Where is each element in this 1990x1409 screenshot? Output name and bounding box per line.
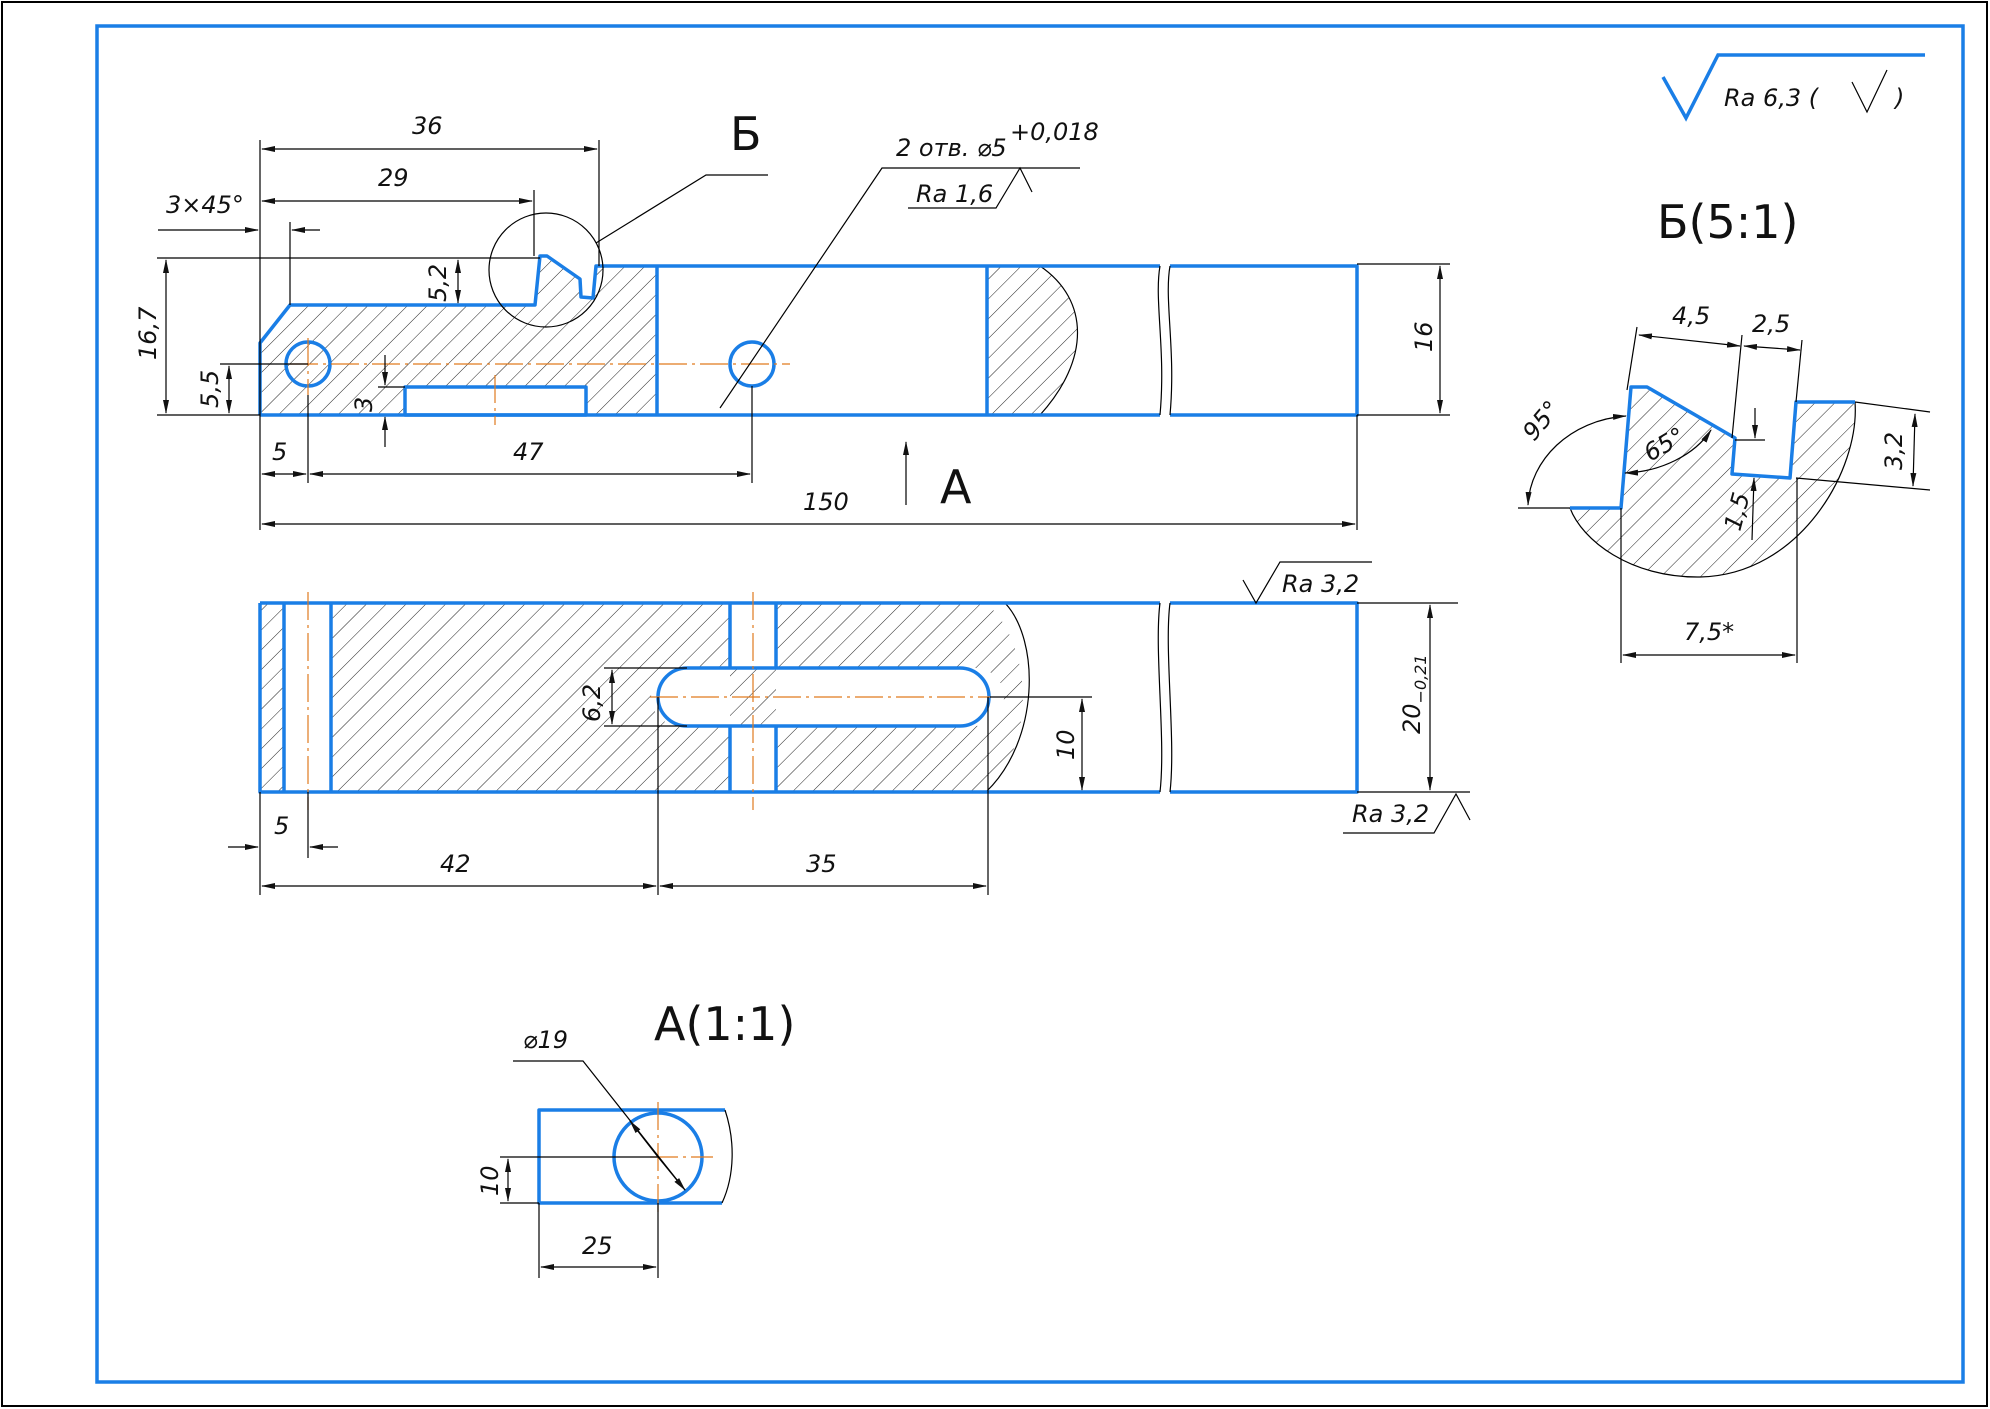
dim-47: 47 <box>513 438 544 466</box>
general-roughness-text: Ra 6,3 ( <box>1724 84 1820 112</box>
roughness-top-symbol <box>1242 561 1372 605</box>
dim-3-2: 3,2 <box>1880 432 1908 470</box>
general-roughness-suffix: ) <box>1893 84 1904 112</box>
view-a-label: А <box>940 460 972 514</box>
dim-5-5: 5,5 <box>196 370 224 408</box>
dim-29: 29 <box>378 164 409 192</box>
roughness-top: Ra 3,2 <box>1282 570 1359 598</box>
roughness-bottom: Ra 3,2 <box>1352 800 1429 828</box>
hole-leader <box>719 167 1080 409</box>
detail-b-title: Б(5:1) <box>1657 195 1798 249</box>
dim-25: 25 <box>582 1232 613 1260</box>
chamfer-dim: 3×45° <box>166 191 244 219</box>
roughness-bottom-symbol <box>1343 792 1471 834</box>
view-a-break <box>721 1109 733 1204</box>
break-lines <box>1157 265 1173 416</box>
top-hatch <box>260 256 657 415</box>
dim-5-2: 5,2 <box>424 264 452 302</box>
detail-b-circle <box>488 212 604 328</box>
dim-36: 36 <box>412 112 443 140</box>
detail-b: Б(5:1) 4,5 2,5 95° 65° 1,5 3,2 7,5* <box>1517 195 1931 663</box>
hole-roughness-symbol <box>908 166 1033 209</box>
dim-7-5: 7,5* <box>1684 618 1734 646</box>
dim-4-5: 4,5 <box>1672 302 1710 330</box>
bottom-break-lines <box>1157 602 1173 793</box>
dim-35: 35 <box>806 850 837 878</box>
top-view-edges <box>655 266 989 415</box>
detail-b-label: Б <box>730 107 762 161</box>
local-section-boundary <box>1039 265 1079 416</box>
dim-5-bottom: 5 <box>274 812 289 840</box>
top-view: Б 36 29 3×45° 16,7 5,2 5,5 3 <box>134 107 1450 530</box>
dim-42: 42 <box>440 850 471 878</box>
dim-10-view-a: 10 <box>476 1165 504 1196</box>
detail-b-hatch <box>1570 387 1856 578</box>
view-a-title: А(1:1) <box>654 997 795 1051</box>
bottom-section-boundary <box>985 602 1030 793</box>
bottom-hatch <box>260 603 1023 792</box>
slot <box>656 666 991 728</box>
dim-16-7: 16,7 <box>134 306 162 360</box>
dim-3: 3 <box>350 397 378 412</box>
bottom-view-holes <box>282 603 778 792</box>
hole-tolerance: +0,018 <box>1010 118 1099 146</box>
hole-roughness: Ra 1,6 <box>916 180 993 208</box>
bottom-view: 6,2 10 5 42 35 20−0,21 Ra 3,2 Ra 3,2 <box>228 561 1471 895</box>
drawing-frame <box>95 24 1965 1384</box>
roughness-check-icon <box>1851 69 1888 114</box>
dim-16: 16 <box>1410 321 1438 352</box>
dim-6-2: 6,2 <box>578 684 606 722</box>
dim-d19: ⌀19 <box>523 1026 568 1054</box>
dim-150: 150 <box>803 488 849 516</box>
view-a: А(1:1) ⌀19 10 25 <box>476 997 795 1278</box>
angle-95: 95° <box>1517 395 1566 446</box>
detail-b-leader <box>595 174 768 244</box>
local-section-hatch <box>987 266 1078 415</box>
detail-b-boundary <box>1569 401 1856 578</box>
dim-5: 5 <box>272 438 287 466</box>
dim-20: 20−0,21 <box>1398 654 1430 734</box>
hole-note: 2 отв. ⌀5 <box>896 134 1007 162</box>
general-roughness-symbol: Ra 6,3 ( ) <box>1661 53 1925 122</box>
dim-2-5: 2,5 <box>1752 310 1790 338</box>
dim-10: 10 <box>1052 729 1080 760</box>
